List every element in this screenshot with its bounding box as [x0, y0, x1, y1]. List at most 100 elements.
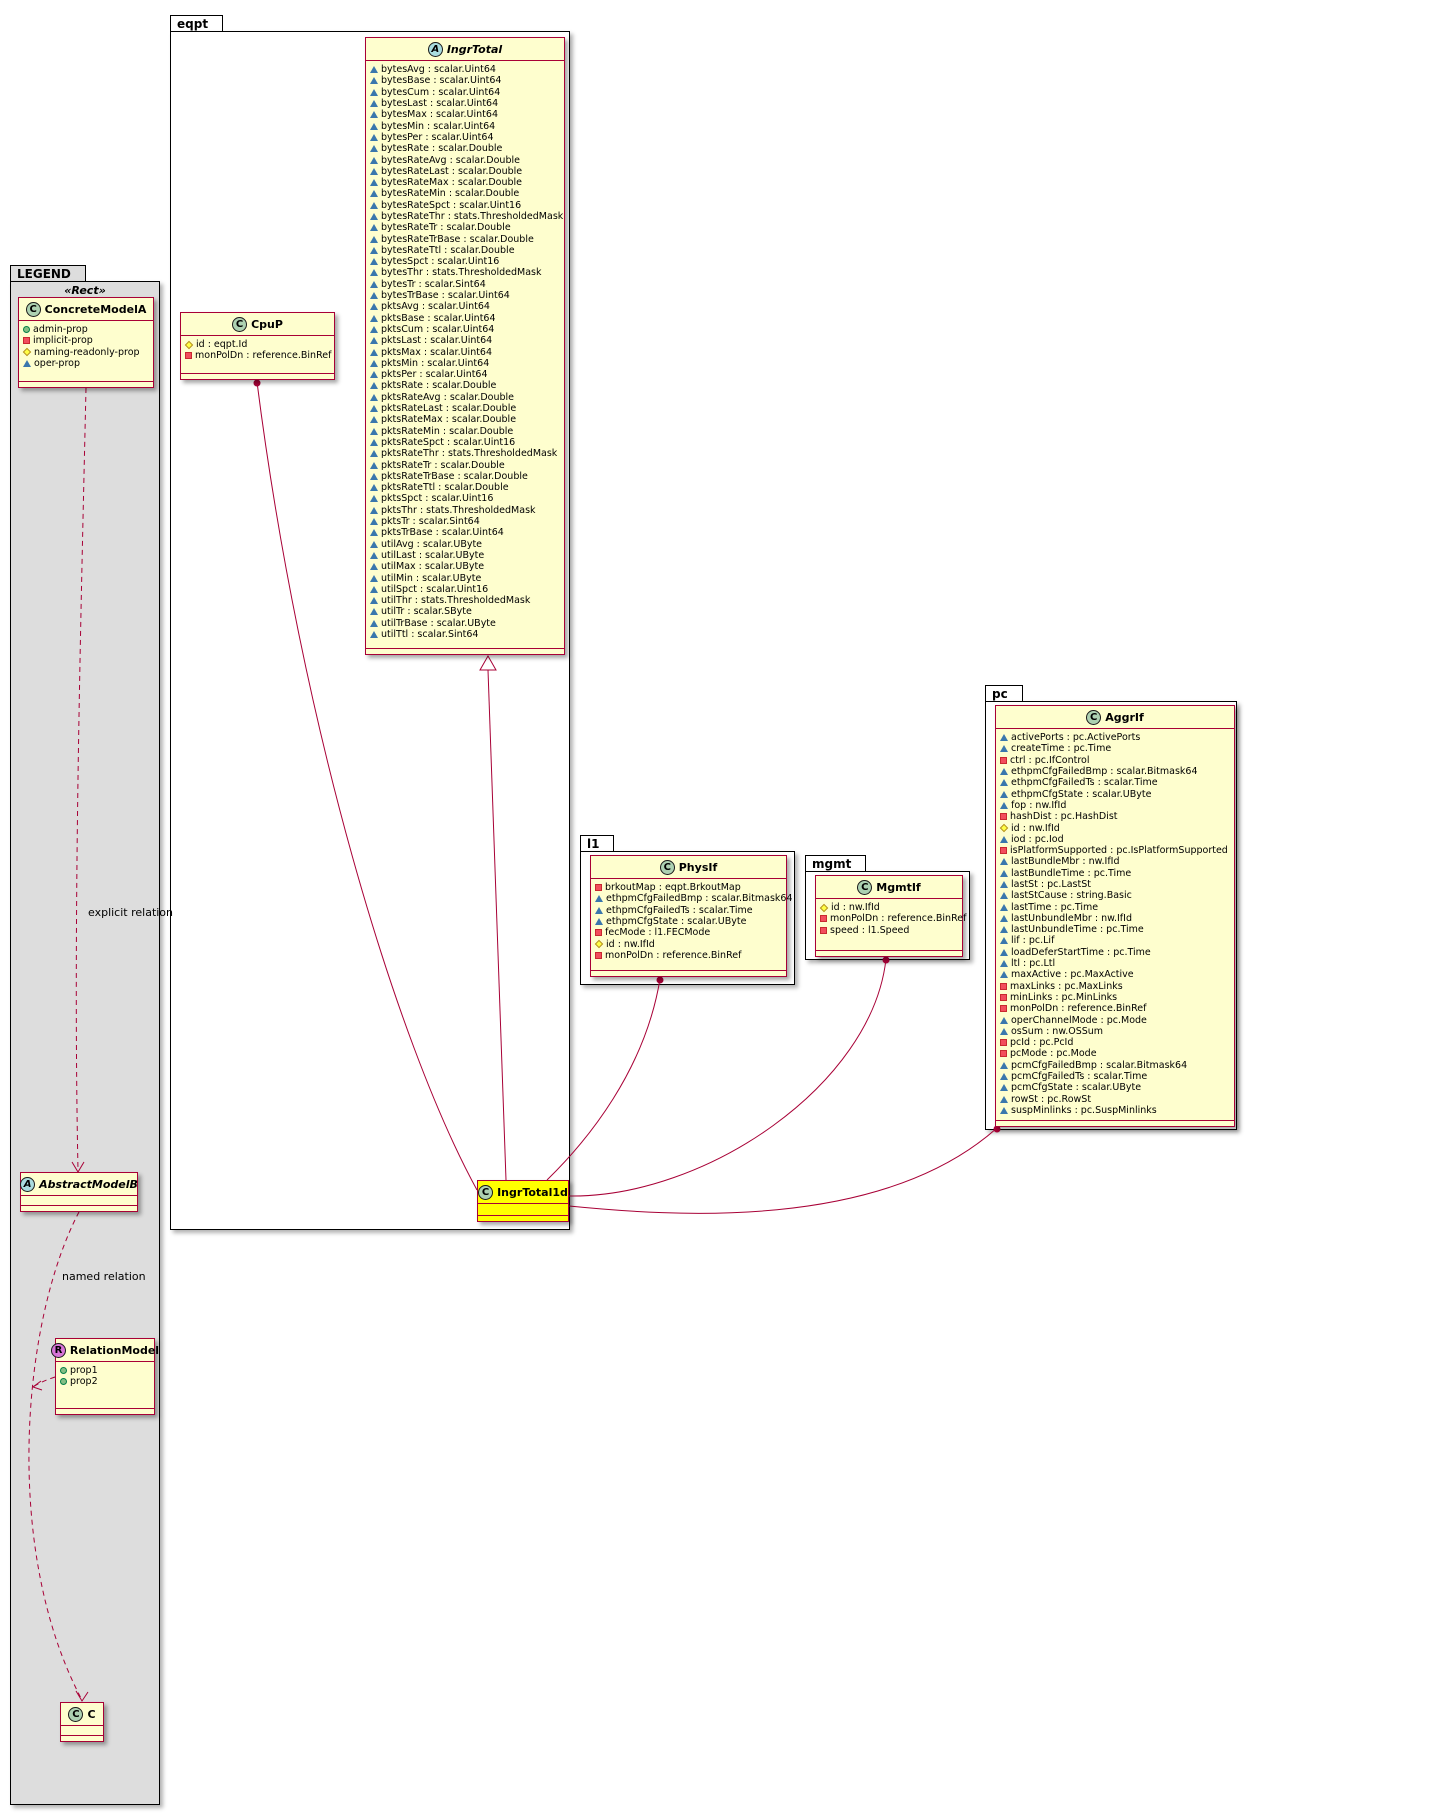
attribute-row: pktsRateTrBase : scalar.Double	[370, 471, 560, 482]
visibility-icon	[370, 472, 378, 480]
visibility-icon	[1000, 801, 1008, 809]
package-legend-stereotype: «Rect»	[64, 284, 106, 297]
edge-mgmtif-to-ingrtotal1d	[568, 958, 887, 1197]
attribute-text: isPlatformSupported : pc.IsPlatformSuppo…	[1010, 845, 1228, 857]
attribute-row: pktsRateMax : scalar.Double	[370, 414, 560, 425]
attribute-text: lastBundleMbr : nw.IfId	[1011, 856, 1120, 868]
package-pc-tab: pc	[985, 685, 1023, 702]
attribute-text: utilAvg : scalar.UByte	[381, 538, 483, 550]
methods-compartment	[21, 1205, 137, 1211]
attribute-text: utilThr : stats.ThresholdedMask	[381, 595, 531, 607]
attribute-text: utilTtl : scalar.Sint64	[381, 628, 479, 640]
methods-compartment	[591, 970, 786, 976]
attribute-text: monPolDn : reference.BinRef	[1010, 1003, 1147, 1015]
attribute-row: pktsTrBase : scalar.Uint64	[370, 527, 560, 538]
methods-compartment	[478, 1215, 568, 1221]
attribute-row: pktsAvg : scalar.Uint64	[370, 301, 560, 312]
visibility-icon	[370, 450, 378, 458]
visibility-icon	[370, 179, 378, 187]
visibility-icon	[370, 348, 378, 356]
visibility-icon	[1000, 982, 1007, 990]
attribute-text: lastSt : pc.LastSt	[1011, 879, 1091, 890]
attribute-text: monPolDn : reference.BinRef	[195, 350, 332, 362]
visibility-icon	[370, 77, 378, 85]
class-kind-icon: C	[1086, 710, 1102, 725]
attribute-text: suspMinlinks : pc.SuspMinlinks	[1011, 1104, 1157, 1116]
attribute-row: id : nw.IfId	[999, 822, 1230, 834]
package-mgmt-tab: mgmt	[805, 855, 867, 872]
attribute-row: naming-readonly-prop	[22, 347, 149, 358]
visibility-icon	[1000, 903, 1008, 911]
attribute-text: admin-prop	[33, 324, 88, 336]
attribute-row: ethpmCfgState : scalar.UByte	[1000, 788, 1230, 800]
attribute-text: bytesSpct : scalar.Uint16	[381, 256, 500, 268]
attribute-text: implicit-prop	[33, 335, 93, 347]
visibility-icon	[1000, 734, 1008, 742]
attribute-text: bytesRateAvg : scalar.Double	[381, 154, 520, 166]
visibility-icon	[1000, 768, 1008, 776]
class-ingrtotal-header: A IngrTotal	[366, 38, 564, 61]
attribute-text: bytesRateMax : scalar.Double	[381, 177, 523, 189]
attribute-text: utilTr : scalar.SByte	[381, 606, 472, 618]
attribute-text: pcId : pc.PcId	[1010, 1037, 1074, 1049]
attribute-row: lastTime : pc.Time	[1000, 901, 1230, 913]
attribute-row: iod : pc.Iod	[1000, 834, 1230, 845]
class-abstractmodelb: A AbstractModelB	[20, 1172, 138, 1212]
visibility-icon	[370, 416, 378, 424]
visibility-icon	[370, 393, 378, 401]
attribute-row: bytesRate : scalar.Double	[370, 143, 560, 154]
visibility-icon	[595, 918, 603, 926]
attribute-text: ethpmCfgFailedTs : scalar.Time	[1011, 777, 1158, 789]
visibility-icon	[23, 337, 30, 345]
visibility-icon	[594, 939, 604, 949]
visibility-icon	[370, 337, 378, 345]
visibility-icon	[370, 292, 378, 300]
attribute-row: pktsRate : scalar.Double	[370, 380, 560, 391]
attribute-text: loadDeferStartTime : pc.Time	[1011, 946, 1151, 958]
attribute-row: rowSt : pc.RowSt	[1000, 1094, 1230, 1105]
attribute-row: bytesLast : scalar.Uint64	[370, 98, 560, 109]
attribute-text: pktsTrBase : scalar.Uint64	[381, 527, 504, 539]
attribute-row: pktsCum : scalar.Uint64	[370, 324, 560, 335]
attribute-text: bytesLast : scalar.Uint64	[381, 98, 499, 110]
visibility-icon	[370, 145, 378, 153]
class-mgmtif: C MgmtIf id : nw.IfId monPolDn : referen…	[815, 875, 966, 957]
attribute-row: brkoutMap : eqpt.BrkoutMap	[595, 882, 782, 893]
visibility-icon	[370, 213, 378, 220]
visibility-icon	[370, 235, 378, 243]
attribute-row: pktsRateThr : stats.ThresholdedMask	[370, 448, 560, 459]
attribute-text: pktsRateSpct : scalar.Uint16	[381, 436, 516, 448]
class-kind-icon: C	[478, 1185, 494, 1200]
attribute-text: bytesMax : scalar.Uint64	[381, 109, 498, 121]
attribute-row: pktsMin : scalar.Uint64	[370, 358, 560, 369]
visibility-icon	[1000, 948, 1008, 956]
visibility-icon	[1000, 779, 1008, 787]
attribute-row: admin-prop	[23, 324, 149, 335]
attribute-row: lastUnbundleTime : pc.Time	[1000, 924, 1230, 935]
visibility-icon	[370, 405, 378, 413]
attribute-row: pktsRateSpct : scalar.Uint16	[370, 437, 560, 448]
class-mgmtif-header: C MgmtIf	[816, 876, 962, 899]
package-l1-tab: l1	[580, 835, 615, 852]
visibility-icon	[1000, 1039, 1007, 1047]
visibility-icon	[370, 597, 378, 605]
visibility-icon	[370, 111, 378, 119]
attribute-text: bytesTrBase : scalar.Uint64	[381, 290, 510, 302]
attribute-text: pktsRateLast : scalar.Double	[381, 403, 517, 415]
relation-class-kind-icon: R	[50, 1343, 66, 1358]
methods-compartment	[366, 648, 564, 654]
attribute-row: utilTrBase : scalar.UByte	[370, 618, 560, 629]
attribute-text: pcmCfgFailedTs : scalar.Time	[1011, 1071, 1148, 1083]
attribute-row: monPolDn : reference.BinRef	[1000, 1003, 1230, 1014]
attribute-row: pktsPer : scalar.Uint64	[370, 369, 560, 380]
attribute-text: ethpmCfgState : scalar.UByte	[1011, 788, 1152, 800]
attribute-text: lastBundleTime : pc.Time	[1011, 867, 1132, 879]
class-aggrif: C AggrIf activePorts : pc.ActivePorts cr…	[995, 705, 1235, 1127]
visibility-icon	[184, 340, 194, 349]
attribute-row: bytesCum : scalar.Uint64	[370, 87, 560, 98]
visibility-icon	[1000, 1016, 1008, 1024]
attribute-row: activePorts : pc.ActivePorts	[1000, 732, 1230, 743]
class-cpup: C CpuP id : eqpt.Id monPolDn : reference…	[180, 312, 335, 380]
visibility-icon	[370, 190, 378, 198]
class-name: PhysIf	[678, 861, 718, 874]
